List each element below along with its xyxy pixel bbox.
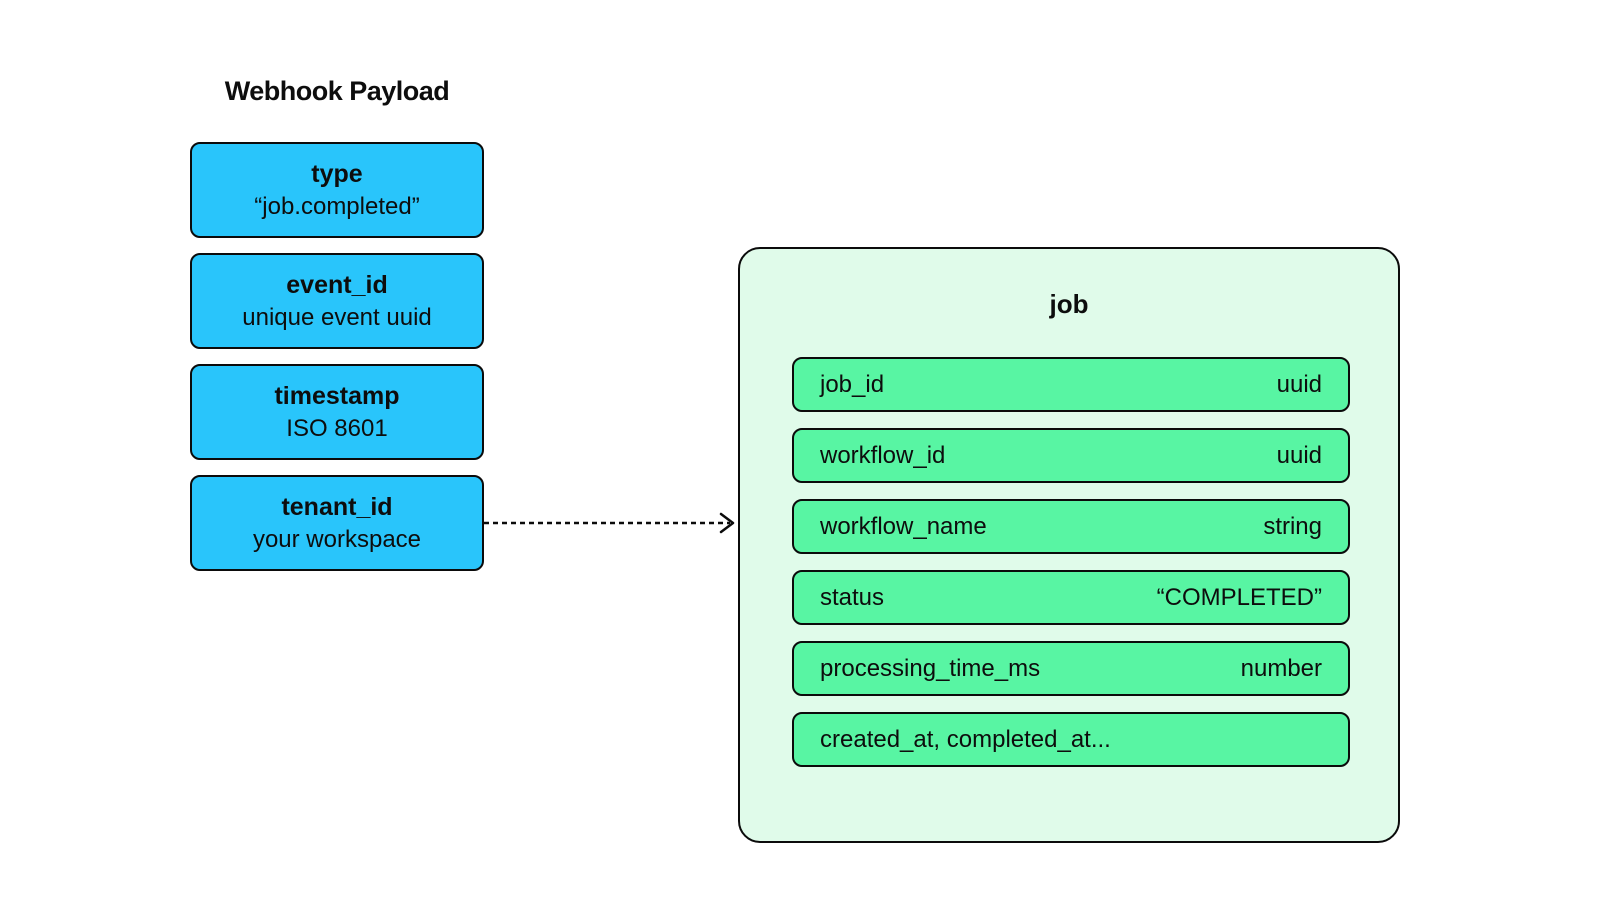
job-panel-title: job [1049, 289, 1089, 319]
field-name: event_id [286, 271, 388, 300]
row-field-name: status [820, 583, 885, 611]
payload-field-tenant-id: tenant_id your workspace [190, 475, 484, 571]
row-field-name: processing_time_ms [820, 654, 1041, 682]
row-field-type: uuid [1276, 370, 1322, 398]
field-desc: “job.completed” [254, 192, 420, 220]
payload-field-timestamp: timestamp ISO 8601 [190, 364, 484, 460]
job-row-created-completed-at: created_at, completed_at... [792, 712, 1350, 767]
arrow-head-icon [719, 512, 735, 534]
row-field-name: job_id [820, 370, 885, 398]
field-name: tenant_id [281, 493, 393, 522]
field-name: type [311, 160, 363, 189]
job-row-status: status “COMPLETED” [792, 570, 1350, 625]
row-field-name: workflow_id [820, 441, 946, 469]
row-field-name: workflow_name [820, 512, 987, 540]
job-rows: job_id uuid workflow_id uuid workflow_na… [792, 357, 1350, 783]
row-field-type: number [1240, 654, 1322, 682]
field-name: timestamp [274, 382, 400, 411]
job-panel: job job_id uuid workflow_id uuid workflo… [738, 247, 1400, 843]
row-field-name: created_at, completed_at... [820, 725, 1111, 753]
job-row-workflow-id: workflow_id uuid [792, 428, 1350, 483]
job-row-workflow-name: workflow_name string [792, 499, 1350, 554]
field-desc: ISO 8601 [286, 414, 388, 442]
field-desc: unique event uuid [242, 303, 432, 331]
row-field-type: uuid [1276, 441, 1322, 469]
field-desc: your workspace [252, 525, 422, 553]
payload-field-event-id: event_id unique event uuid [190, 253, 484, 349]
payload-title: Webhook Payload [224, 76, 450, 106]
job-row-job-id: job_id uuid [792, 357, 1350, 412]
row-field-type: string [1263, 512, 1322, 540]
payload-to-job-arrow [484, 512, 735, 534]
job-row-processing-time-ms: processing_time_ms number [792, 641, 1350, 696]
payload-field-type: type “job.completed” [190, 142, 484, 238]
row-field-type: “COMPLETED” [1156, 583, 1322, 611]
